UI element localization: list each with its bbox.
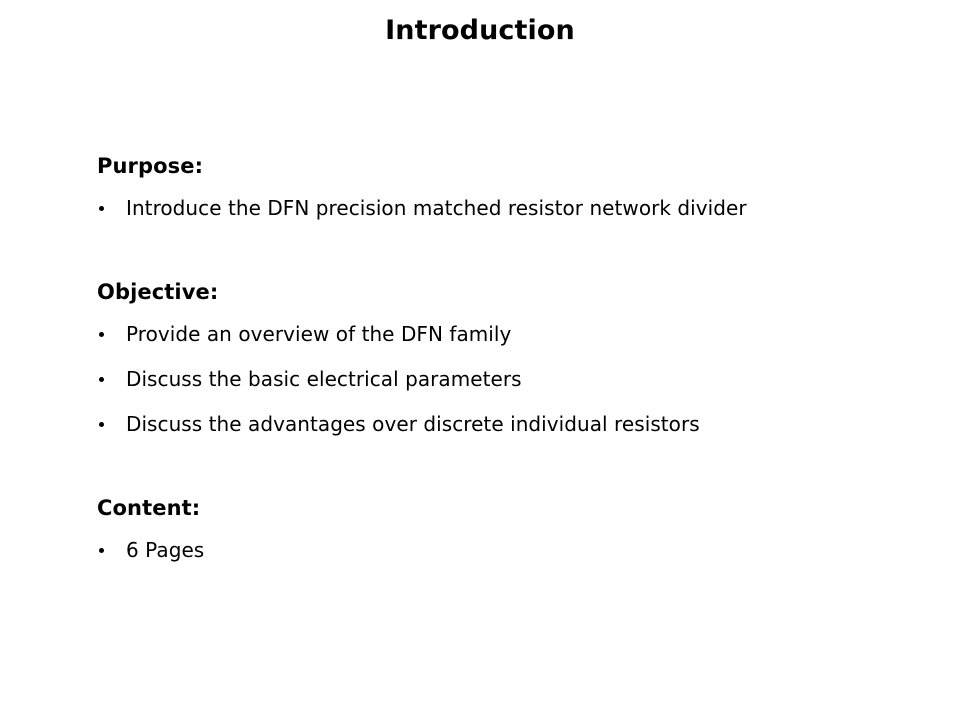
list-item: Introduce the DFN precision matched resi… <box>97 195 917 221</box>
list-item: 6 Pages <box>97 537 917 563</box>
list-item-label: Discuss the basic electrical parameters <box>126 367 522 391</box>
section-heading-objective: Objective: <box>97 280 219 304</box>
section-content: Content: 6 Pages <box>97 494 917 563</box>
section-heading-purpose: Purpose: <box>97 154 204 178</box>
list-item: Discuss the basic electrical parameters <box>97 366 917 392</box>
bullet-list-purpose: Introduce the DFN precision matched resi… <box>97 195 917 221</box>
bullet-dot-icon <box>99 377 104 382</box>
bullet-list-objective: Provide an overview of the DFN family Di… <box>97 321 917 437</box>
section-heading-content: Content: <box>97 496 201 520</box>
section-objective: Objective: Provide an overview of the DF… <box>97 278 917 437</box>
section-purpose: Purpose: Introduce the DFN precision mat… <box>97 152 917 221</box>
list-item-label: Discuss the advantages over discrete ind… <box>126 412 700 436</box>
bullet-dot-icon <box>99 422 104 427</box>
bullet-dot-icon <box>99 548 104 553</box>
list-item-label: Introduce the DFN precision matched resi… <box>126 196 747 220</box>
slide-body: Purpose: Introduce the DFN precision mat… <box>97 152 917 563</box>
list-item: Provide an overview of the DFN family <box>97 321 917 347</box>
list-item-label: Provide an overview of the DFN family <box>126 322 512 346</box>
page-title: Introduction <box>385 15 575 46</box>
list-item-label: 6 Pages <box>126 538 205 562</box>
list-item: Discuss the advantages over discrete ind… <box>97 411 917 437</box>
bullet-dot-icon <box>99 332 104 337</box>
bullet-dot-icon <box>99 206 104 211</box>
bullet-list-content: 6 Pages <box>97 537 917 563</box>
